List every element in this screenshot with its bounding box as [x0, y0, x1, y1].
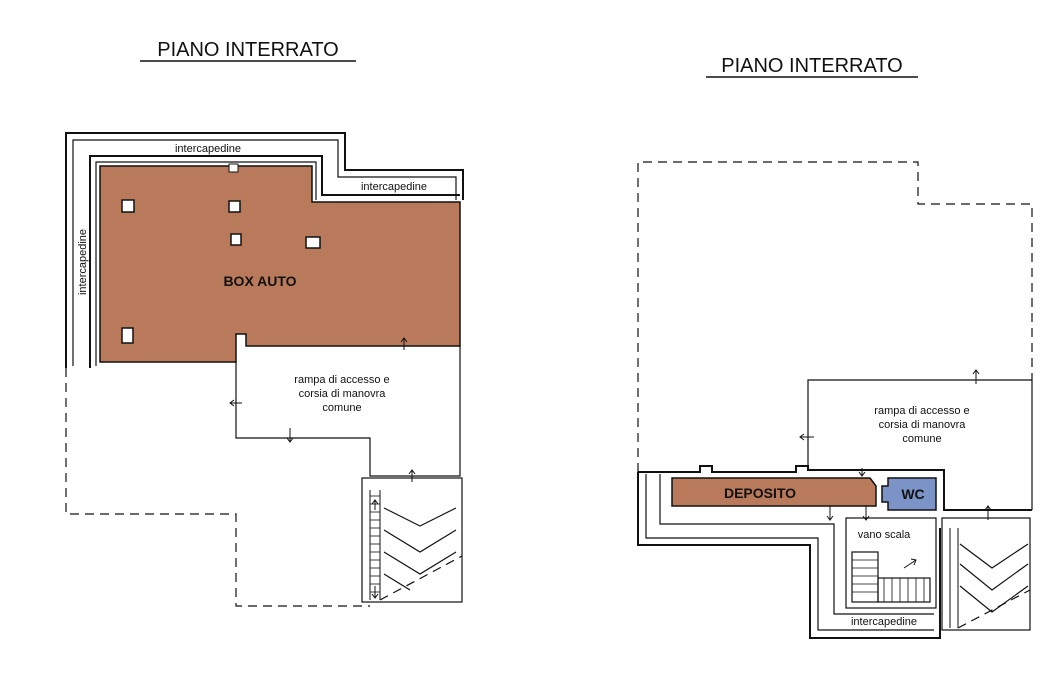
right-ramp-outline: [807, 379, 1033, 510]
right-stair-treads: [852, 559, 925, 602]
left-ramp-chevrons: [383, 507, 457, 591]
left-rampa-line3: comune: [322, 402, 361, 414]
right-lower-inner-wall: [645, 474, 934, 631]
arrow-up: [371, 499, 379, 510]
left-plan-title: PIANO INTERRATO: [157, 39, 339, 61]
left-dashed-boundary: [65, 368, 370, 607]
left-rampa-line1: rampa di accesso e: [294, 374, 389, 386]
left-inner-wall-2: [95, 161, 317, 366]
column: [121, 327, 134, 344]
column: [305, 236, 321, 249]
deposito-label: DEPOSITO: [724, 485, 796, 501]
vano-scala-room: [845, 517, 937, 609]
deposito-room: [671, 477, 877, 507]
arrow-down: [862, 506, 870, 521]
column: [121, 199, 135, 213]
vano-scala-label: vano scala: [858, 529, 911, 541]
box-auto-label: BOX AUTO: [223, 273, 296, 289]
left-inner-wall: [89, 155, 460, 368]
stair-landing: [877, 577, 931, 603]
right-dashed-boundary: [637, 161, 1033, 472]
right-ramp-chevrons: [959, 543, 1029, 613]
arrow-left: [799, 433, 814, 441]
intercapedine-right-label: intercapedine: [361, 181, 427, 193]
arrow-up: [408, 469, 416, 482]
arrow-down: [858, 468, 866, 477]
arrow-left: [229, 399, 242, 407]
wc-label: WC: [901, 486, 924, 502]
intercapedine-left-label: intercapedine: [77, 229, 89, 295]
wc-room: [881, 477, 937, 511]
right-lower-outer-wall: [637, 472, 941, 639]
intercapedine-top-label: intercapedine: [175, 143, 241, 155]
column-stub: [228, 163, 239, 173]
right-stair-dashed: [957, 589, 1031, 629]
left-floor-plan: PIANO INTERRATO intercapedine intercaped…: [65, 39, 464, 607]
right-rampa-line3: comune: [902, 433, 941, 445]
left-stair-dashed: [379, 555, 463, 601]
arrow-down: [371, 586, 379, 599]
right-corridor-wall: [638, 465, 1032, 511]
left-outer-wall: [65, 132, 464, 368]
arrow-down: [286, 428, 294, 443]
column: [230, 233, 242, 246]
left-stair-block: [361, 477, 463, 603]
right-floor-plan: PIANO INTERRATO rampa di accesso e corsi…: [637, 55, 1033, 639]
right-stair-block: [941, 517, 1031, 631]
arrow-up: [400, 337, 408, 350]
left-stair-treads: [370, 495, 380, 593]
left-ramp-outline: [235, 346, 461, 477]
intercapedine-bottom-label: intercapedine: [851, 616, 917, 628]
right-rampa-line1: rampa di accesso e: [874, 405, 969, 417]
column: [228, 200, 241, 213]
stair-run: [851, 551, 879, 603]
right-rampa-line2: corsia di manovra: [879, 419, 967, 431]
left-outer-wall-inner: [72, 139, 457, 366]
right-lower-inner-wall-2: [659, 474, 934, 615]
arrow-down: [826, 506, 834, 521]
left-rampa-line2: corsia di manovra: [299, 388, 387, 400]
box-auto-room: [99, 165, 461, 363]
arrow-diagonal: [903, 558, 917, 569]
right-plan-title: PIANO INTERRATO: [721, 55, 903, 77]
arrow-up: [972, 369, 980, 384]
